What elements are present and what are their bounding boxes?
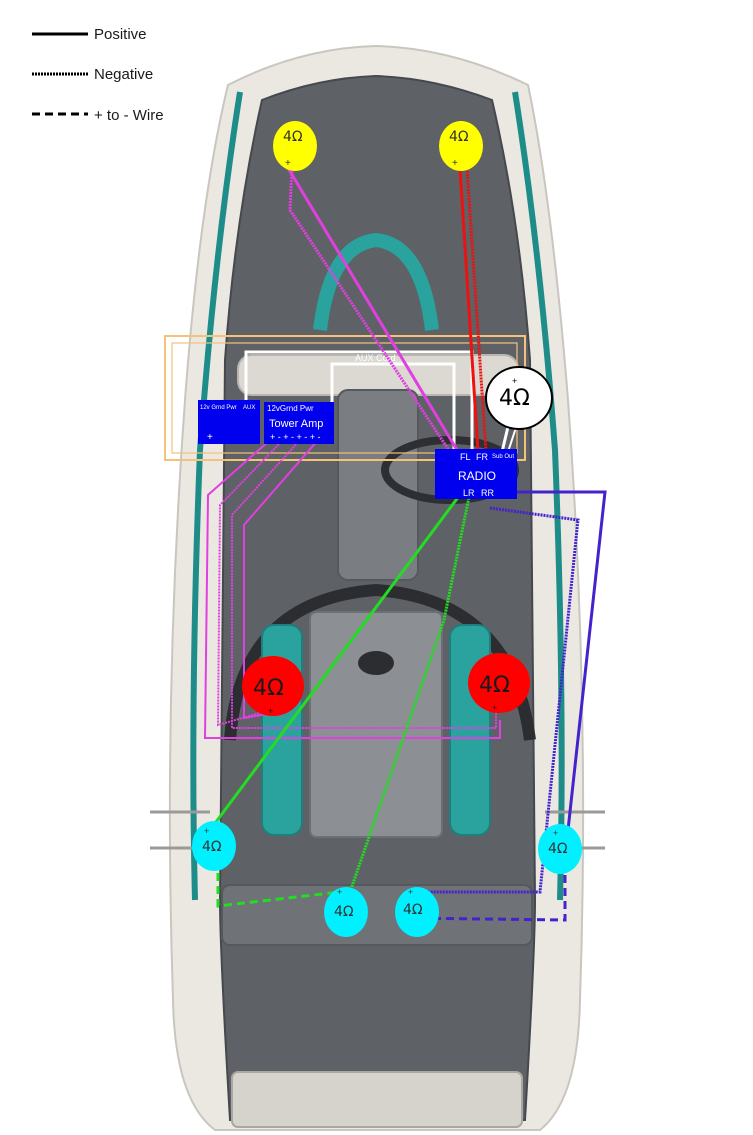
radio-box — [435, 449, 517, 499]
speaker-rear-right — [538, 824, 582, 874]
speaker-mid-left-label: 4Ω — [253, 676, 284, 701]
wire-rear-right-bridge — [401, 862, 567, 922]
speaker-mid-left-plus: + — [268, 706, 273, 716]
speaker-mid-right — [468, 653, 530, 713]
hull-stripe-left — [190, 91, 243, 901]
swim-platform — [231, 1071, 523, 1128]
speaker-rear-center-left — [324, 887, 368, 937]
speaker-rear-center-left-label: 4Ω — [334, 904, 354, 920]
wire-rear-left-bridge — [216, 860, 341, 908]
legend-plus-minus-label: + to - Wire — [94, 107, 164, 124]
cockpit-seat-right — [449, 624, 491, 836]
wire-front-right-positive — [458, 167, 480, 453]
speaker-front-left — [273, 121, 317, 171]
wire-rear-right-negative — [420, 506, 580, 894]
speaker-rear-left-label: 4Ω — [202, 839, 222, 855]
small-amp-plus: + — [207, 432, 213, 443]
rear-bench — [221, 884, 533, 946]
speaker-rear-right-label: 4Ω — [548, 841, 568, 857]
small-amp-box — [198, 400, 260, 444]
tower-amp-box — [264, 402, 334, 444]
aux-cord-line — [244, 350, 474, 453]
radio-lr-label: LR — [463, 488, 475, 498]
small-amp: 12v Grnd Pwr AUX + — [198, 400, 260, 444]
hull-stripe-right — [512, 91, 565, 901]
wire-front-left-positive — [286, 167, 462, 456]
wire-amp-right-red-speaker — [231, 439, 497, 729]
speaker-rear-left-plus: + — [204, 826, 209, 836]
speaker-rear-center-right — [395, 887, 439, 937]
radio-fr-label: FR — [476, 452, 488, 462]
legend-negative-label: Negative — [94, 66, 153, 83]
speaker-mid-left — [242, 656, 304, 716]
speaker-sub-plus: + — [512, 376, 517, 386]
cockpit-floor — [309, 611, 443, 838]
small-amp-aux-label: AUX — [243, 405, 255, 411]
wires — [203, 167, 607, 922]
tower-amp-title: Tower Amp — [269, 418, 323, 430]
speaker-sub-label: 4Ω — [499, 386, 530, 411]
boat-illustration — [150, 44, 605, 1131]
speaker-rear-center-right-plus: + — [408, 887, 413, 897]
boat-deck — [218, 74, 537, 1121]
speaker-sub — [485, 366, 553, 430]
speaker-front-right-plus: + — [452, 158, 458, 169]
aux-cord-line-2 — [330, 362, 456, 453]
wire-amp-left-red-speaker — [203, 439, 501, 739]
speaker-mid-right-label: 4Ω — [479, 673, 510, 698]
tower-amp-power-label: 12vGrnd Pwr — [267, 404, 314, 413]
radio: FL FR Sub Out RADIO LR RR — [435, 449, 517, 499]
speaker-rear-center-right-label: 4Ω — [403, 902, 423, 918]
speaker-rear-right-plus: + — [553, 828, 558, 838]
radio-rr-label: RR — [481, 488, 494, 498]
radio-fl-label: FL — [460, 452, 471, 462]
speaker-mid-right-plus: + — [492, 703, 497, 713]
logo-mark — [358, 651, 394, 675]
speaker-front-right — [439, 121, 483, 171]
wire-rear-left-positive — [208, 491, 464, 831]
wire-amp-right-red-speaker-2 — [243, 439, 319, 720]
speaker-front-left-label: 4Ω — [283, 129, 303, 145]
wire-rear-left-negative — [348, 491, 472, 893]
wire-rear-right-positive — [486, 490, 607, 831]
speaker-front-right-label: 4Ω — [449, 129, 469, 145]
speaker-front-left-plus: + — [285, 158, 291, 169]
wire-front-left-negative — [288, 167, 454, 456]
tower-amp-terminals: + - + - + - + - — [270, 432, 321, 442]
bow-seat-trim — [313, 232, 439, 331]
radio-sub-out-label: Sub Out — [492, 454, 514, 460]
wire-front-right-negative — [465, 167, 488, 453]
radio-title: RADIO — [458, 469, 496, 483]
walkthrough — [337, 389, 419, 581]
speakers: 4Ω + 4Ω + 4Ω + 4Ω + 4Ω + 4Ω + 4Ω + 4Ω + … — [192, 121, 582, 937]
tower-amp: 12vGrnd Pwr Tower Amp + - + - + - + - — [264, 402, 334, 444]
small-amp-power-label: 12v Grnd Pwr — [200, 405, 237, 411]
speaker-rear-left — [192, 821, 236, 871]
aux-cord-label: AUX Cord — [355, 353, 396, 363]
speaker-rear-center-left-plus: + — [337, 887, 342, 897]
legend: Positive Negative + to - Wire — [32, 26, 164, 124]
legend-positive-label: Positive — [94, 26, 147, 43]
